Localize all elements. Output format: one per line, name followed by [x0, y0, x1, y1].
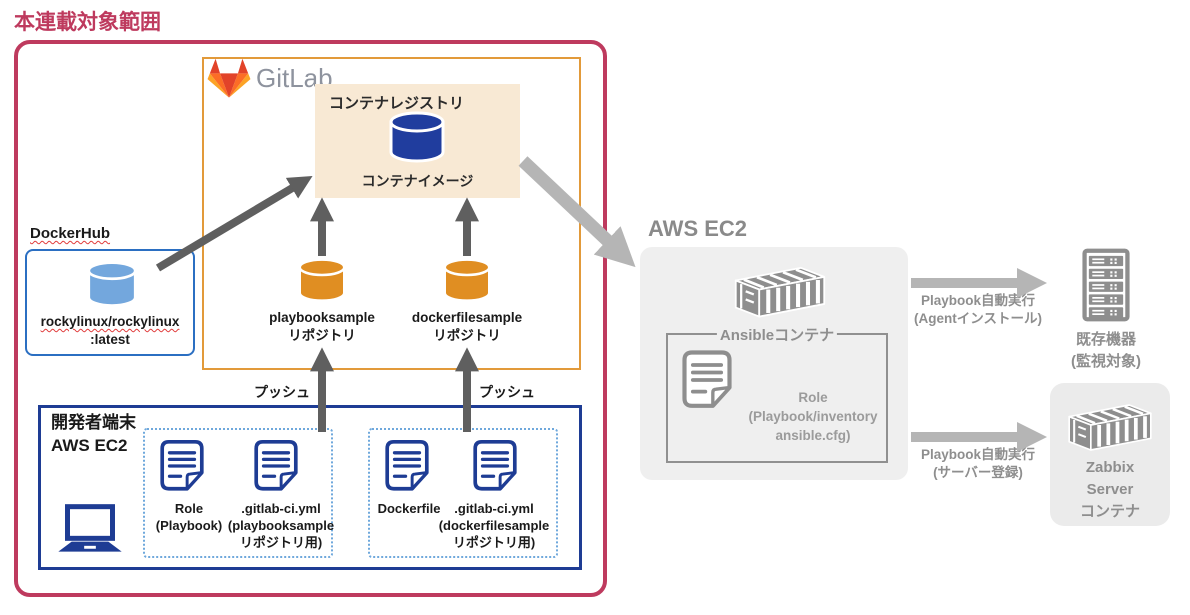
ansible-role-document-icon [682, 350, 732, 408]
caption-line: .gitlab-ci.yml [454, 501, 534, 516]
registry-title: コンテナレジストリ [329, 95, 465, 112]
dockerhub-box: rockylinux/rockylinux :latest [25, 249, 195, 356]
zabbix-container-icon [1068, 404, 1152, 451]
caption-line: (dockerfilesample [438, 518, 550, 534]
server-rack-icon [1082, 248, 1130, 322]
container-image-cylinder-icon [389, 111, 445, 163]
role-line: (Playbook/inventory [748, 408, 878, 424]
flow-line: (サーバー登録) [933, 465, 1023, 481]
repo-name: dockerfilesample [411, 310, 523, 325]
push-label-playbook: プッシュ [254, 384, 310, 400]
repo-type: リポジトリ [433, 327, 501, 343]
dockerfile-document-icon [385, 439, 429, 491]
role-playbook-document-icon [160, 439, 204, 491]
container-image-label: コンテナイメージ [361, 173, 474, 189]
flow-line: Playbook自動実行 [920, 293, 1036, 308]
dockerfilesample-repo-label: dockerfilesample リポジトリ [392, 309, 542, 344]
dockerfilesample-repo-cylinder-icon [443, 258, 491, 302]
caption-line: .gitlab-ci.yml [241, 501, 321, 516]
doc-caption-dockerfile: Dockerfile [366, 500, 452, 517]
scope-title: 本連載対象範囲 [14, 11, 161, 34]
dev-terminal-title: 開発者端末 AWS EC2 [51, 412, 136, 458]
zabbix-label: Zabbix Server コンテナ [1050, 457, 1170, 522]
caption-line: (Playbook) [155, 518, 223, 534]
gitlab-tanuki-icon [207, 58, 251, 98]
repo-name: playbooksample [269, 310, 375, 325]
flow-label-server-register: Playbook自動実行 (サーバー登録) [901, 446, 1055, 482]
gitlab-ci-yml-document-icon [473, 439, 517, 491]
scope-box [14, 40, 607, 597]
dockerhub-cylinder-icon [87, 261, 137, 307]
dockerhub-label: DockerHub [30, 225, 111, 242]
gitlab-ci-yml-document-icon [254, 439, 298, 491]
dockerhub-image-tag: :latest [90, 332, 130, 348]
dev-title-line1: 開発者端末 [51, 413, 136, 432]
zabbix-line: Server [1086, 480, 1134, 498]
caption-line: Role [174, 501, 204, 516]
dev-title-line2: AWS EC2 [51, 435, 128, 455]
repo-type: リポジトリ [288, 327, 356, 343]
caption-line: Dockerfile [377, 501, 441, 516]
doc-caption-gitlab-ci-playbook: .gitlab-ci.yml (playbooksample リポジトリ用) [224, 500, 338, 551]
role-line: Role [798, 390, 828, 405]
doc-caption-role: Role (Playbook) [146, 500, 232, 534]
existing-server-label: 既存機器 (監視対象) [1047, 329, 1165, 373]
rack-line: 既存機器 [1075, 331, 1136, 348]
zabbix-panel: Zabbix Server コンテナ [1050, 383, 1170, 526]
caption-line: リポジトリ用) [452, 535, 536, 551]
aws-ec2-title: AWS EC2 [648, 216, 748, 241]
zabbix-line: コンテナ [1079, 502, 1140, 520]
zabbix-line: Zabbix [1085, 459, 1135, 476]
laptop-icon [58, 504, 122, 552]
playbooksample-repo-label: playbooksample リポジトリ [247, 309, 397, 344]
rack-line: (監視対象) [1071, 352, 1141, 370]
playbooksample-repo-cylinder-icon [298, 258, 346, 302]
role-line: ansible.cfg) [775, 427, 851, 443]
ansible-role-label: Role (Playbook/inventory ansible.cfg) [736, 389, 890, 446]
flow-label-agent-install: Playbook自動実行 (Agentインストール) [899, 292, 1057, 328]
flow-line: (Agentインストール) [914, 311, 1042, 327]
doc-caption-gitlab-ci-dockerfile: .gitlab-ci.yml (dockerfilesample リポジトリ用) [432, 500, 556, 551]
container-registry-panel: コンテナレジストリ コンテナイメージ [315, 84, 520, 198]
caption-line: (playbooksample [227, 518, 335, 534]
ansible-container-label: Ansibleコンテナ [716, 324, 838, 345]
caption-line: リポジトリ用) [239, 535, 323, 551]
ansible-container-box: Ansibleコンテナ [666, 324, 888, 463]
shipping-container-icon [734, 266, 826, 318]
flow-line: Playbook自動実行 [920, 447, 1036, 462]
dockerhub-image-caption: rockylinux/rockylinux :latest [27, 313, 193, 349]
push-label-dockerfile: プッシュ [479, 384, 535, 400]
dockerhub-image-name: rockylinux/rockylinux [40, 314, 180, 329]
